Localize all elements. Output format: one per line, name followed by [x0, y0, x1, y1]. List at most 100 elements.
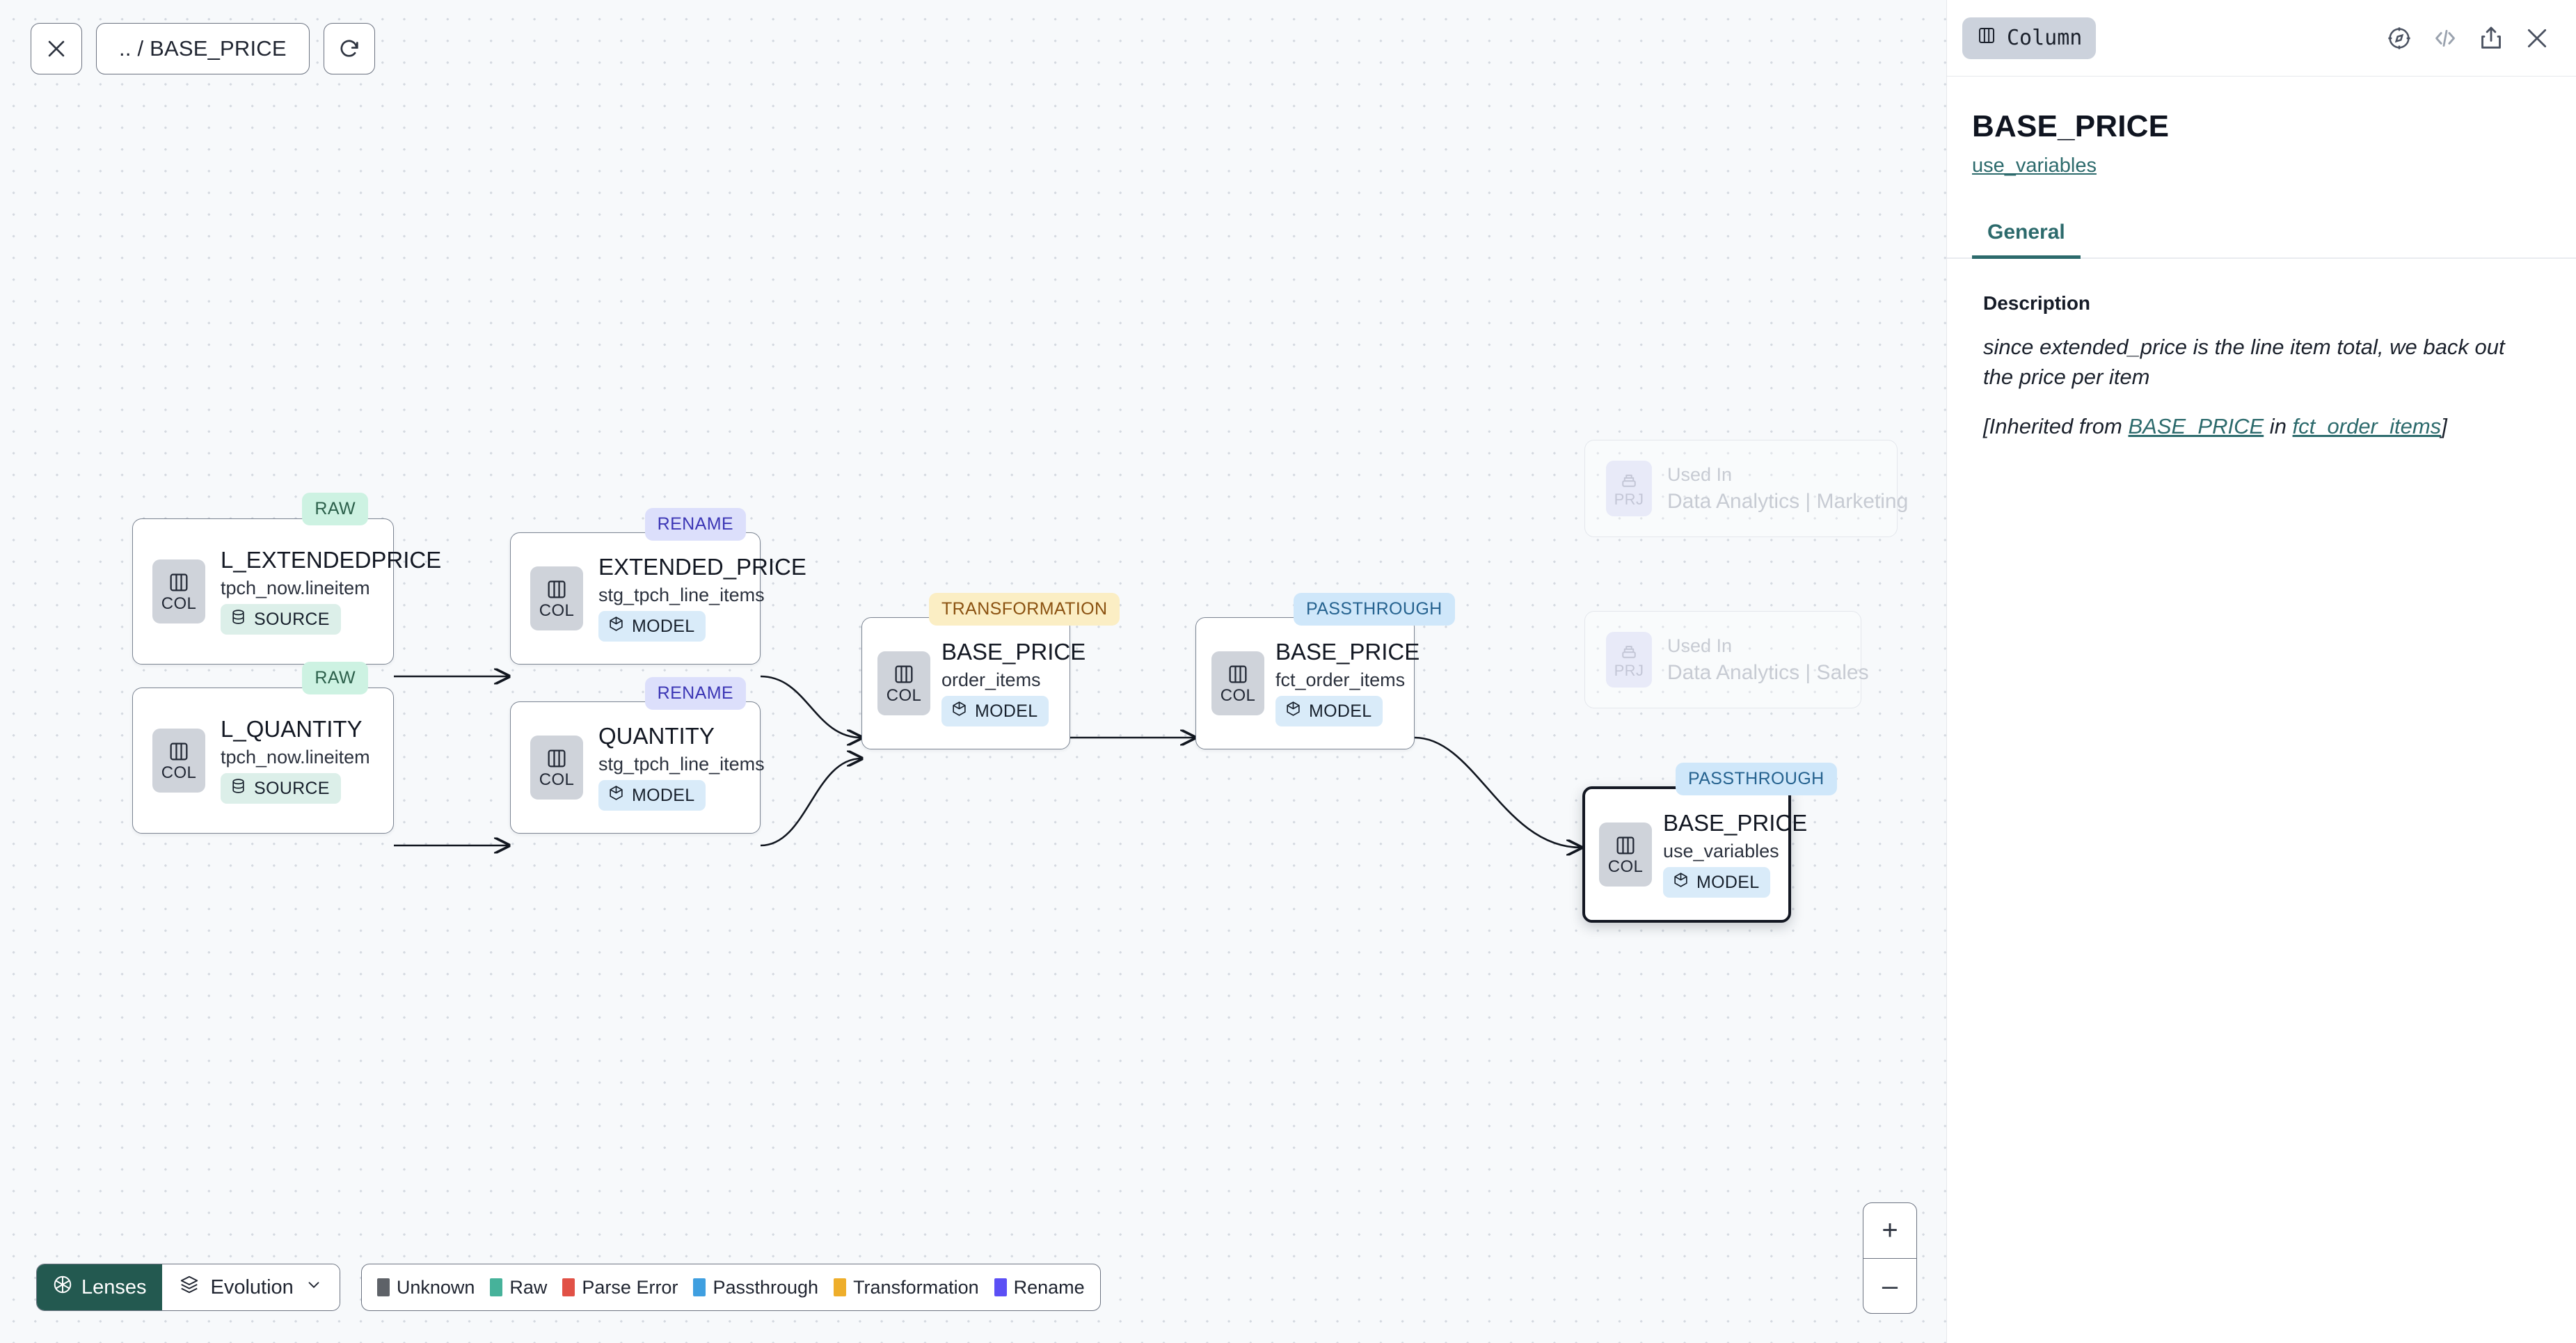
node-kind-label: MODEL	[632, 616, 695, 636]
legend-label: Rename	[1013, 1276, 1085, 1298]
close-lineage-button[interactable]	[31, 23, 82, 74]
cube-icon	[607, 784, 625, 806]
node-kind-label: SOURCE	[254, 778, 330, 798]
lineage-node-l-quantity[interactable]: RAW COL L_QUANTITY tpch_now.lineitem	[132, 662, 394, 834]
node-kind-label: MODEL	[1696, 872, 1760, 892]
lenses-button[interactable]: Lenses	[37, 1264, 162, 1310]
close-icon	[45, 37, 68, 61]
share-icon[interactable]	[2477, 24, 2505, 52]
used-in-card-marketing[interactable]: PRJ Used In Data Analytics | Marketing	[1584, 440, 1908, 537]
node-kind-pill: MODEL	[1275, 696, 1383, 727]
lineage-node-quantity[interactable]: RENAME COL QUANTITY stg_tpch_line_items	[510, 677, 765, 834]
column-type-tag: COL	[152, 559, 205, 623]
legend-item-transformation[interactable]: Transformation	[834, 1277, 979, 1298]
lineage-node-base-price-fct-order-items[interactable]: PASSTHROUGH COL BASE_PRICE fct_order_ite…	[1195, 593, 1455, 749]
node-badge: RENAME	[644, 677, 746, 710]
description-text: since extended_price is the line item to…	[1983, 335, 2505, 390]
cube-icon	[607, 615, 625, 637]
column-type-label: COL	[161, 763, 197, 782]
project-type-label: PRJ	[1614, 491, 1644, 508]
node-badge: TRANSFORMATION	[929, 593, 1120, 626]
lineage-node-base-price-use-variables[interactable]: PASSTHROUGH COL BASE_PRICE use_variables	[1582, 763, 1837, 923]
node-kind-label: SOURCE	[254, 609, 330, 629]
project-type-tag: PRJ	[1606, 632, 1652, 688]
lineage-canvas[interactable]: .. / BASE_PRICE RAW COL	[0, 0, 1946, 1343]
zoom-controls: + –	[1863, 1202, 1917, 1314]
legend-item-passthrough[interactable]: Passthrough	[693, 1277, 818, 1298]
used-in-subtitle: Data Analytics | Marketing	[1667, 489, 1909, 513]
refresh-icon	[337, 37, 361, 61]
zoom-in-button[interactable]: +	[1863, 1203, 1916, 1259]
evolution-dropdown[interactable]: Evolution	[161, 1264, 340, 1310]
column-type-tag: COL	[1599, 823, 1652, 887]
column-type-tag: COL	[877, 651, 930, 715]
column-type-tag: COL	[530, 566, 583, 630]
node-subtitle: use_variables	[1663, 841, 1779, 862]
details-panel: Column	[1946, 0, 2576, 1343]
node-kind-label: MODEL	[632, 785, 695, 805]
node-subtitle: tpch_now.lineitem	[221, 747, 370, 768]
compass-icon[interactable]	[2385, 24, 2413, 52]
panel-title-block: BASE_PRICE use_variables	[1947, 77, 2576, 177]
legend-swatch	[693, 1278, 706, 1296]
chevron-down-icon	[305, 1276, 323, 1299]
lineage-node-l-extendedprice[interactable]: RAW COL L_EXTENDEDPRICE tpch_now.lineite…	[132, 493, 441, 665]
code-icon[interactable]	[2431, 24, 2459, 52]
lineage-legend: Unknown Raw Parse Error Passthrough Tran…	[360, 1264, 1101, 1311]
tab-general[interactable]: General	[1972, 221, 2081, 260]
panel-body: Description since extended_price is the …	[1947, 259, 2576, 441]
parent-model-link[interactable]: use_variables	[1972, 154, 2097, 177]
close-icon[interactable]	[2523, 24, 2551, 52]
node-subtitle: stg_tpch_line_items	[598, 585, 765, 606]
inherited-prefix: [Inherited from	[1983, 413, 2129, 438]
layers-icon	[179, 1274, 200, 1301]
column-type-label: COL	[1220, 686, 1256, 705]
lineage-node-base-price-order-items[interactable]: TRANSFORMATION COL BASE_PRICE order_item…	[861, 593, 1120, 749]
inherited-middle: in	[2264, 413, 2293, 438]
node-name: BASE_PRICE	[941, 638, 1086, 665]
node-name: EXTENDED_PRICE	[598, 553, 806, 580]
legend-item-unknown[interactable]: Unknown	[376, 1276, 475, 1298]
description-label: Description	[1983, 292, 2091, 315]
node-kind-pill: SOURCE	[221, 604, 341, 635]
lenses-group: Lenses Evolution	[36, 1264, 340, 1311]
breadcrumb-button[interactable]: .. / BASE_PRICE	[96, 23, 310, 74]
column-type-tag: COL	[530, 736, 583, 800]
column-type-label: COL	[539, 601, 575, 620]
refresh-button[interactable]	[323, 23, 375, 74]
legend-swatch	[834, 1278, 847, 1296]
legend-item-raw[interactable]: Raw	[490, 1277, 547, 1298]
column-icon	[1976, 25, 1997, 51]
inherited-suffix: ]	[2441, 413, 2447, 438]
node-badge: PASSTHROUGH	[1676, 763, 1837, 795]
legend-item-rename[interactable]: Rename	[994, 1277, 1085, 1298]
aperture-icon	[52, 1274, 73, 1301]
legend-item-parse-error[interactable]: Parse Error	[562, 1277, 678, 1298]
node-subtitle: tpch_now.lineitem	[221, 578, 370, 599]
legend-label: Unknown	[396, 1276, 475, 1298]
node-kind-pill: MODEL	[941, 696, 1049, 727]
panel-header-actions	[2385, 24, 2551, 52]
column-type-label: COL	[1607, 857, 1644, 876]
node-name: BASE_PRICE	[1275, 638, 1420, 665]
lineage-node-extended-price[interactable]: RENAME COL EXTENDED_PRICE stg_tpch_line_…	[510, 508, 806, 665]
legend-swatch	[994, 1278, 1007, 1296]
column-type-label: COL	[539, 770, 575, 789]
legend-swatch	[562, 1278, 575, 1296]
project-type-tag: PRJ	[1606, 461, 1652, 516]
used-in-title: Used In	[1667, 635, 1733, 656]
inherited-note: [Inherited from BASE_PRICE in fct_order_…	[1983, 412, 2540, 442]
node-kind-label: MODEL	[1309, 701, 1372, 721]
legend-swatch	[376, 1278, 390, 1296]
node-name: QUANTITY	[598, 722, 715, 749]
legend-label: Transformation	[853, 1276, 979, 1298]
inherited-model-link[interactable]: fct_order_items	[2292, 413, 2442, 438]
page-title: BASE_PRICE	[1972, 109, 2170, 143]
zoom-out-button[interactable]: –	[1882, 1270, 1898, 1301]
legend-swatch	[490, 1278, 503, 1296]
inherited-column-link[interactable]: BASE_PRICE	[2128, 413, 2264, 438]
entity-type-chip: Column	[1962, 17, 2097, 59]
used-in-card-sales[interactable]: PRJ Used In Data Analytics | Sales	[1584, 611, 1869, 708]
entity-type-label: Column	[2007, 26, 2083, 50]
